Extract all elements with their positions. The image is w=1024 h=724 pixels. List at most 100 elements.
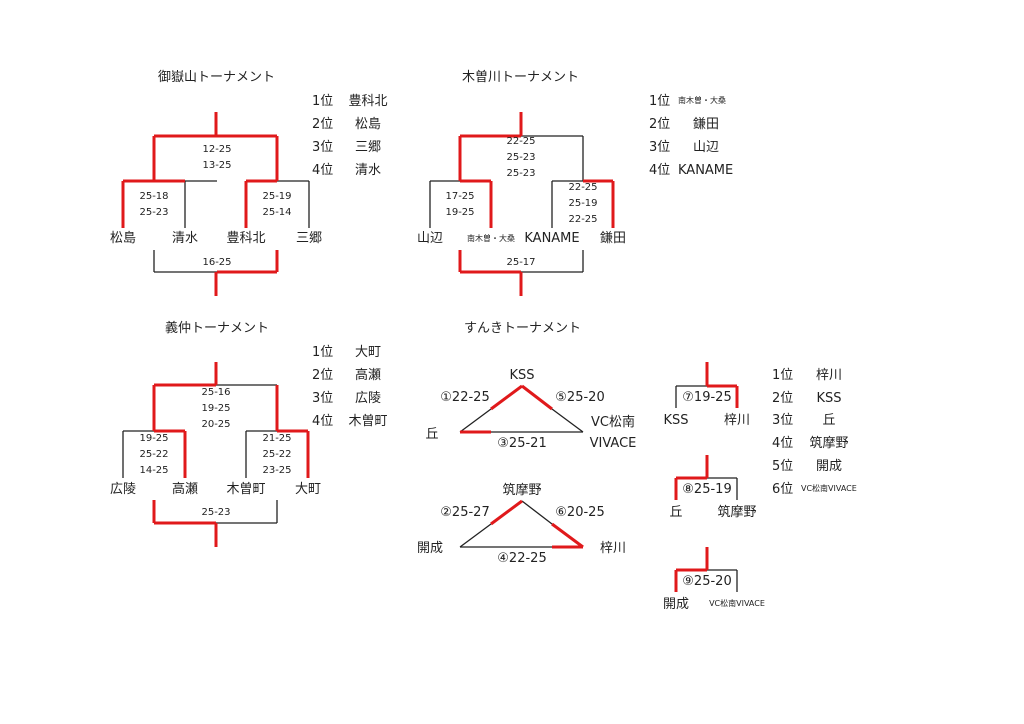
ontake-third-score: 16-25 [202,257,231,268]
svg-text:2位: 2位 [772,391,793,406]
svg-text:2位: 2位 [649,117,670,132]
yoshinaka-final-score: 20-25 [201,419,230,430]
rank-suffix: 位 [780,391,793,406]
rank-team: 梓川 [816,368,842,383]
kisogawa-team: 山辺 [417,231,443,246]
yoshinaka-final-score: 19-25 [201,403,230,414]
svg-text:1位: 1位 [312,94,333,109]
league-team: 開成 [417,541,443,556]
playoff-team: 筑摩野 [717,504,756,520]
rank-team: 豊科北 [348,94,387,109]
kisogawa-final-score: 22-25 [506,136,535,147]
league-winner-line [521,384,553,411]
rank-suffix: 位 [320,414,333,429]
league-winner-line [551,522,584,549]
yoshinaka-semi-score: 23-25 [262,465,291,476]
rank-team: 高瀬 [355,367,381,383]
rank-suffix: 位 [780,459,793,474]
rank-number: 4 [312,163,320,178]
svg-text:3位: 3位 [649,140,670,155]
sunki-title: すんきトーナメント [464,321,581,336]
svg-text:2位: 2位 [312,117,333,132]
league-team: 筑摩野 [502,482,541,498]
rank-number: 2 [772,391,780,406]
ontake-final-score: 12-25 [202,144,231,155]
rank-team: KSS [816,391,841,406]
rank-team: 筑摩野 [809,435,848,451]
league-line [521,500,553,525]
playoff-team: VC松南VIVACE [709,598,765,608]
rank-suffix: 位 [780,436,793,451]
yoshinaka-semi-score: 14-25 [139,465,168,476]
league-line [459,408,492,433]
yoshinaka-team: 大町 [295,482,321,497]
kisogawa-semi-score: 22-25 [568,214,597,225]
ontake-semi-score: 25-18 [139,191,168,202]
kisogawa-team: 南木曽・大桑 [467,233,515,243]
kisogawa-semi-score: 25-19 [568,198,597,209]
ontake-final-score: 13-25 [202,160,231,171]
kisogawa-team: 鎌田 [600,231,626,246]
yoshinaka-team: 木曽町 [226,482,265,497]
sunki-league-b: 筑摩野 開成 梓川 ②25-27 ⑥20-25 ④22-25 [417,482,626,566]
svg-text:2位: 2位 [312,368,333,383]
yoshinaka-ranking: 1位 大町 2位 高瀬 3位 広陵 4位 木曽町 [312,345,388,429]
yoshinaka-team: 高瀬 [172,481,198,497]
svg-text:4位: 4位 [649,163,670,178]
ontake-semi-score: 25-23 [139,207,168,218]
rank-team: 大町 [355,345,381,360]
rank-number: 1 [772,368,780,383]
playoff-score: ⑨25-20 [682,574,731,589]
yoshinaka-title: 義仲トーナメント [165,320,269,336]
rank-suffix: 位 [657,94,670,109]
rank-number: 4 [312,414,320,429]
league-winner-line [490,384,523,411]
rank-number: 5 [772,459,780,474]
playoff-score: ⑧25-19 [682,482,731,497]
league-line [551,408,584,433]
rank-number: 3 [312,391,320,406]
svg-text:3位: 3位 [312,391,333,406]
yoshinaka-semi-score: 25-22 [262,449,291,460]
ontake-team: 三郷 [296,231,322,246]
rank-team: 南木曽・大桑 [678,95,726,105]
rank-number: 6 [772,482,780,497]
league-line [459,523,492,548]
sunki-playoff-9: ⑨25-20 開成 VC松南VIVACE [663,547,765,612]
league-match-score: ③25-21 [497,436,546,451]
kisogawa-final-score: 25-23 [506,152,535,163]
league-team: 丘 [425,427,438,442]
svg-text:4位: 4位 [312,163,333,178]
rank-suffix: 位 [320,391,333,406]
svg-text:3位: 3位 [772,413,793,428]
svg-text:4位: 4位 [772,436,793,451]
svg-text:5位: 5位 [772,459,793,474]
rank-team: 開成 [816,459,842,474]
kisogawa-team: KANAME [524,231,579,246]
rank-number: 1 [649,94,657,109]
rank-number: 3 [772,413,780,428]
rank-suffix: 位 [780,482,793,497]
rank-team: 広陵 [355,391,381,406]
rank-suffix: 位 [320,94,333,109]
kisogawa-final-score: 25-23 [506,168,535,179]
rank-team: 山辺 [693,140,719,155]
kisogawa-title: 木曽川トーナメント [462,70,579,85]
playoff-score: ⑦19-25 [682,390,731,405]
league-team: 梓川 [600,541,626,556]
ontake-semi-score: 25-19 [262,191,291,202]
rank-team: 丘 [822,413,835,428]
league-match-score: ①22-25 [440,390,489,405]
playoff-team: 丘 [669,505,682,520]
rank-number: 1 [312,94,320,109]
rank-number: 3 [312,140,320,155]
rank-suffix: 位 [780,368,793,383]
rank-number: 2 [312,117,320,132]
kisogawa-semi-score: 19-25 [445,207,474,218]
rank-team: 松島 [355,117,381,132]
rank-number: 1 [312,345,320,360]
ontake-team: 清水 [172,231,198,246]
yoshinaka-semi-score: 21-25 [262,433,291,444]
league-match-score: ④22-25 [497,551,546,566]
